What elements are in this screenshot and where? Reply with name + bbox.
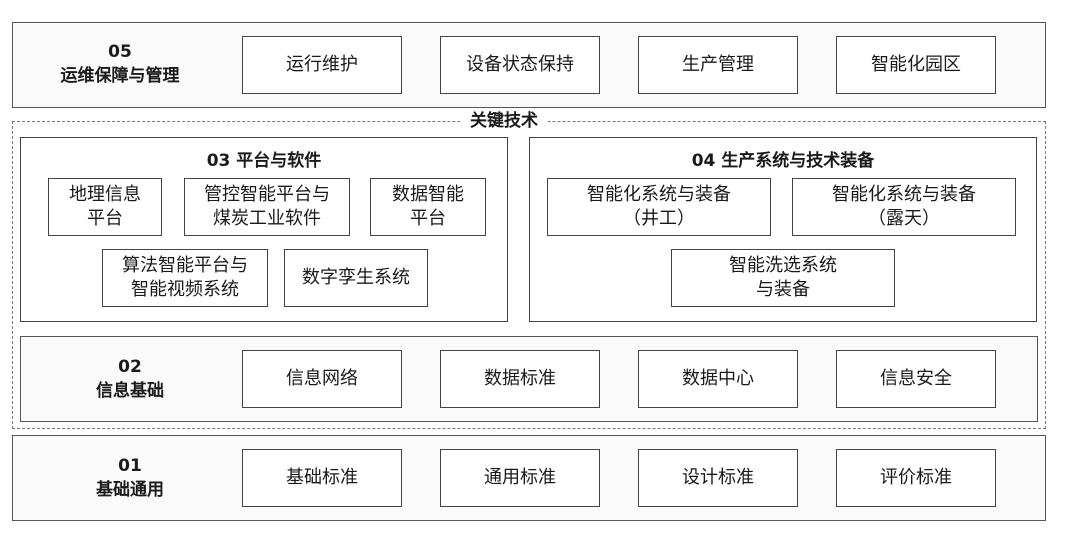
layer-03-title: 03 平台与软件 bbox=[206, 151, 322, 171]
layer-05-number: 05 bbox=[108, 42, 132, 62]
layer-02-number: 02 bbox=[118, 357, 142, 377]
layer-05-item: 设备状态保持 bbox=[440, 36, 600, 94]
layer-03-item: 地理信息 平台 bbox=[48, 178, 162, 236]
layer-01-name: 基础通用 bbox=[96, 480, 164, 500]
layer-05-item: 智能化园区 bbox=[836, 36, 996, 94]
layer-02-label: 02 信息基础 bbox=[50, 355, 210, 403]
layer-05-label: 05 运维保障与管理 bbox=[40, 40, 200, 88]
layer-05-item: 生产管理 bbox=[638, 36, 798, 94]
layer-01-label: 01 基础通用 bbox=[50, 454, 210, 502]
layer-05-name: 运维保障与管理 bbox=[60, 66, 180, 86]
layer-03-item: 数据智能 平台 bbox=[370, 178, 486, 236]
layer-02-item: 数据标准 bbox=[440, 350, 600, 408]
layer-01-item: 基础标准 bbox=[242, 449, 402, 507]
layer-02-item: 信息安全 bbox=[836, 350, 996, 408]
layer-05-item: 运行维护 bbox=[242, 36, 402, 94]
layer-04-title: 04 生产系统与技术装备 bbox=[691, 151, 875, 171]
layer-04-item: 智能洗选系统 与装备 bbox=[671, 249, 895, 307]
layer-02-item: 数据中心 bbox=[638, 350, 798, 408]
layer-04-item: 智能化系统与装备 （井工） bbox=[547, 178, 771, 236]
layer-01-number: 01 bbox=[118, 456, 142, 476]
layer-03-item: 管控智能平台与 煤炭工业软件 bbox=[184, 178, 350, 236]
layer-03-item: 数字孪生系统 bbox=[284, 249, 428, 307]
layer-04-item: 智能化系统与装备 （露天） bbox=[792, 178, 1016, 236]
layer-01-item: 通用标准 bbox=[440, 449, 600, 507]
layer-02-name: 信息基础 bbox=[96, 381, 164, 401]
key-tech-title: 关键技术 bbox=[460, 110, 548, 132]
layer-01-item: 设计标准 bbox=[638, 449, 798, 507]
layer-03-item: 算法智能平台与 智能视频系统 bbox=[102, 249, 268, 307]
layer-02-item: 信息网络 bbox=[242, 350, 402, 408]
layer-01-item: 评价标准 bbox=[836, 449, 996, 507]
